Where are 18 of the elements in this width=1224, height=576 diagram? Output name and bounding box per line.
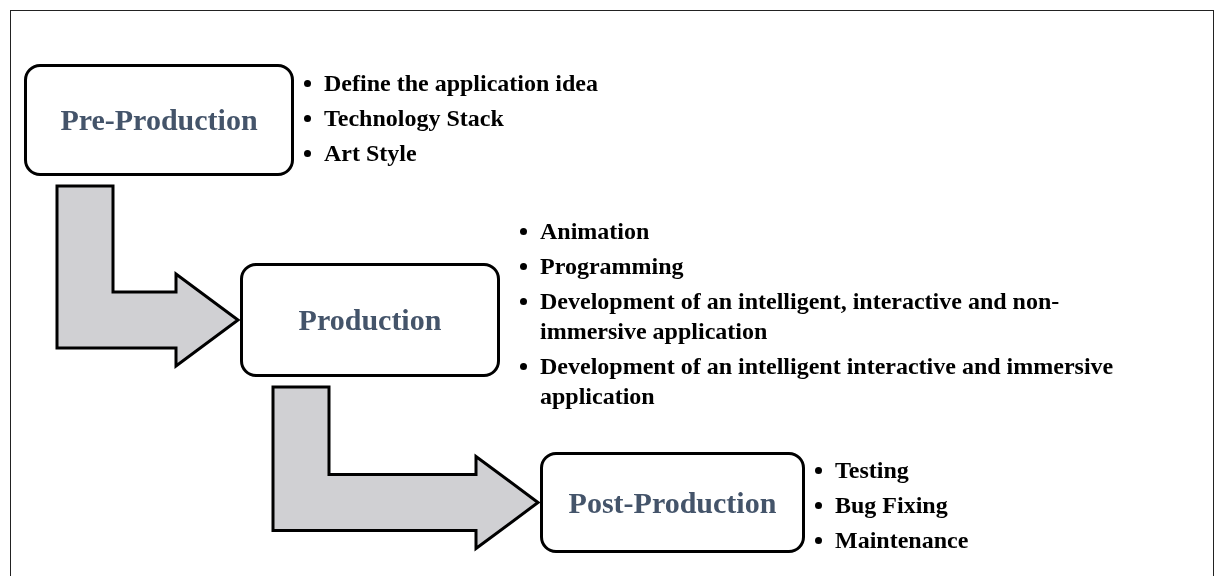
bullet-item: Maintenance [835,527,969,553]
bullet-item: Art Style [324,140,417,166]
stage-title: Post-Production [568,485,777,520]
stage-title: Pre-Production [60,103,258,137]
block-arrow [271,385,541,552]
bullet-item: Development of an intelligent, interactive and non-immersive application [540,288,1060,344]
stage-title: Production [298,303,442,337]
bullet-item: Programming [540,253,684,279]
bullet-item: Development of an intelligent interactive and immersive application [540,353,1114,409]
bullet-item: Define the application idea [324,70,598,96]
bullet-item: Bug Fixing [835,492,948,518]
bullet-item: Technology Stack [324,105,504,131]
block-arrow [55,184,241,369]
bullet-item: Testing [835,457,909,483]
stage-box [540,452,805,553]
stage-box [24,64,294,176]
bullet-item: Animation [540,218,650,244]
stage-box [240,263,500,377]
